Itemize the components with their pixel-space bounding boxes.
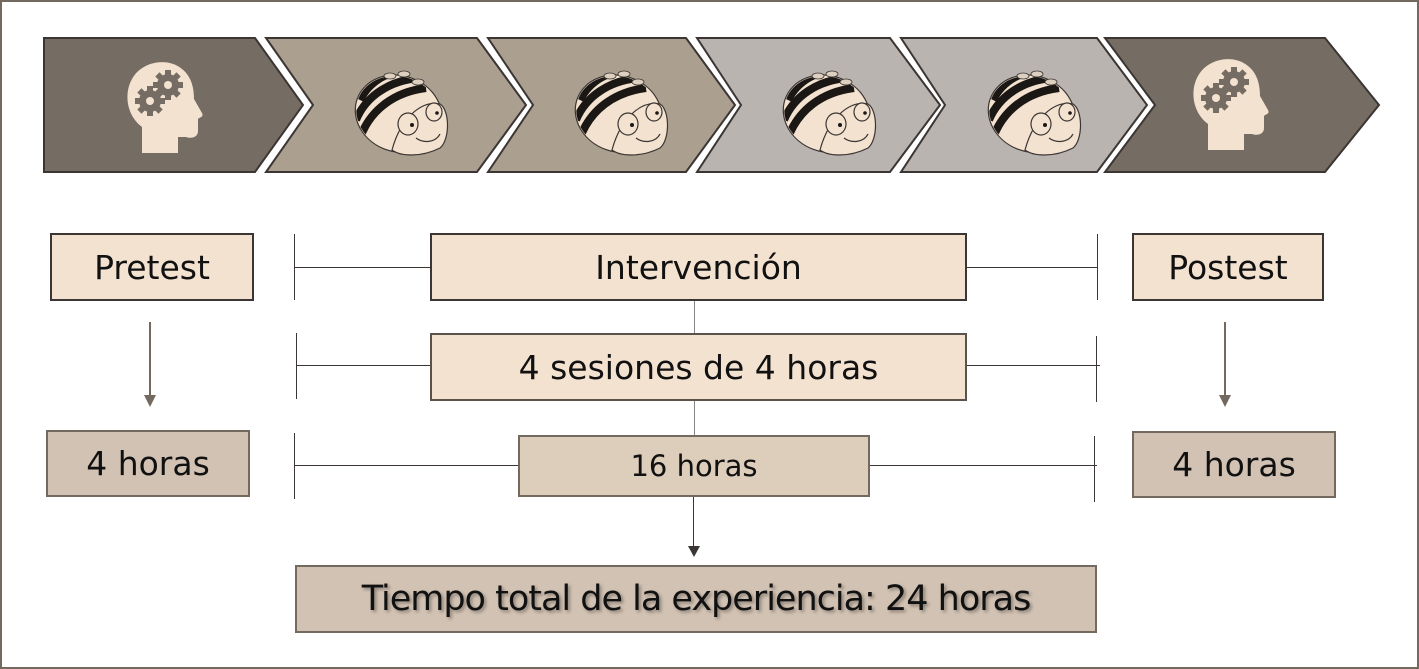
postest-label-box: Postest <box>1132 233 1324 301</box>
intervention-sessions-box: 4 sesiones de 4 horas <box>430 333 967 401</box>
postest-label: Postest <box>1168 247 1288 287</box>
connector-right-3 <box>869 465 1097 466</box>
connector-right-2 <box>966 365 1100 366</box>
pretest-duration-box: 4 horas <box>46 430 250 497</box>
bracket-left-3 <box>294 433 295 499</box>
total-time-label: Tiempo total de la experiencia: 24 horas <box>361 579 1032 619</box>
bracket-right-3 <box>1094 436 1095 502</box>
total-arrow-head <box>688 546 700 557</box>
total-time-box: Tiempo total de la experiencia: 24 horas <box>295 565 1097 633</box>
intervention-label: Intervención <box>595 247 802 287</box>
postest-duration-box: 4 horas <box>1132 431 1336 498</box>
process-chevron-strip <box>43 37 1381 173</box>
connector-right-1 <box>966 267 1097 268</box>
bracket-left-2 <box>296 333 297 399</box>
intervention-duration: 16 horas <box>630 449 758 483</box>
intervention-duration-box: 16 horas <box>518 435 870 497</box>
pretest-arrow-line <box>149 322 151 396</box>
intervention-connector-2 <box>694 401 695 436</box>
postest-arrow-line <box>1224 322 1226 396</box>
intervention-sessions: 4 sesiones de 4 horas <box>518 347 879 387</box>
pretest-duration: 4 horas <box>86 444 210 483</box>
intervention-connector-1 <box>694 301 695 334</box>
postest-duration: 4 horas <box>1172 445 1296 484</box>
intervention-label-box: Intervención <box>430 233 967 301</box>
total-arrow-line <box>693 497 694 547</box>
bracket-right-2 <box>1096 336 1097 402</box>
connector-left-1 <box>294 267 431 268</box>
bracket-right-1 <box>1097 234 1098 300</box>
postest-arrow-head <box>1219 395 1231 407</box>
pretest-label: Pretest <box>94 247 210 287</box>
connector-left-2 <box>296 365 431 366</box>
connector-left-3 <box>294 465 519 466</box>
pretest-label-box: Pretest <box>50 233 254 301</box>
pretest-arrow-head <box>144 395 156 407</box>
